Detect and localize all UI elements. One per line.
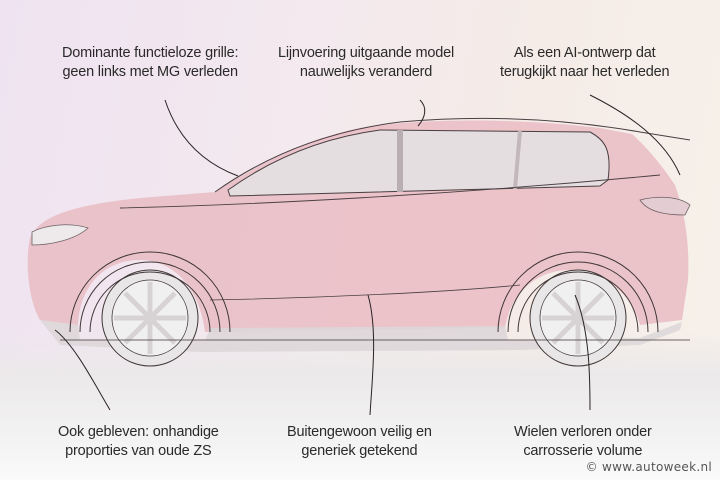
annotation-text: Wielen verloren onder [514, 424, 652, 440]
pointer-wheels [574, 294, 591, 411]
annotation-text: Ook gebleven: onhandige [58, 424, 219, 440]
annotation-ai-design: Als een AI-ontwerp dat terugkijkt naar h… [500, 44, 670, 82]
annotation-text: Als een AI-ontwerp dat [513, 45, 656, 61]
annotation-text: generiek getekend [301, 443, 418, 459]
pointer-grille [164, 99, 239, 177]
annotation-text: proporties van oude ZS [65, 443, 212, 459]
annotation-grille: Dominante functieloze grille: geen links… [62, 44, 239, 82]
annotation-text: Lijnvoering uitgaande model [278, 45, 454, 61]
annotation-text: terugkijkt naar het verleden [500, 64, 670, 80]
car-windows [228, 130, 610, 196]
tail-light [639, 196, 691, 216]
annotation-text: geen links met MG verleden [62, 64, 239, 80]
annotation-text: Dominante functieloze grille: [62, 45, 239, 61]
annotation-lines: Lijnvoering uitgaande model nauwelijks v… [278, 44, 454, 82]
annotation-text: carrosserie volume [523, 443, 643, 459]
front-wheel [69, 251, 231, 367]
annotation-wheels: Wielen verloren onder carrosserie volume [514, 423, 652, 461]
annotation-proportions: Ook gebleven: onhandige proporties van o… [58, 423, 219, 461]
rear-wheel [497, 251, 659, 367]
pointer-generic [367, 294, 375, 416]
pointer-proportions [54, 329, 111, 411]
annotation-generic: Buitengewoon veilig en generiek getekend [287, 423, 432, 461]
annotation-text: nauwelijks veranderd [299, 64, 433, 80]
copyright-credit: © www.autoweek.nl [585, 460, 712, 474]
pointer-lines [417, 99, 426, 127]
headlight [31, 224, 89, 246]
car-lower-trim [40, 320, 682, 352]
pointer-ai [589, 94, 681, 176]
annotation-text: Buitengewoon veilig en [287, 424, 432, 440]
